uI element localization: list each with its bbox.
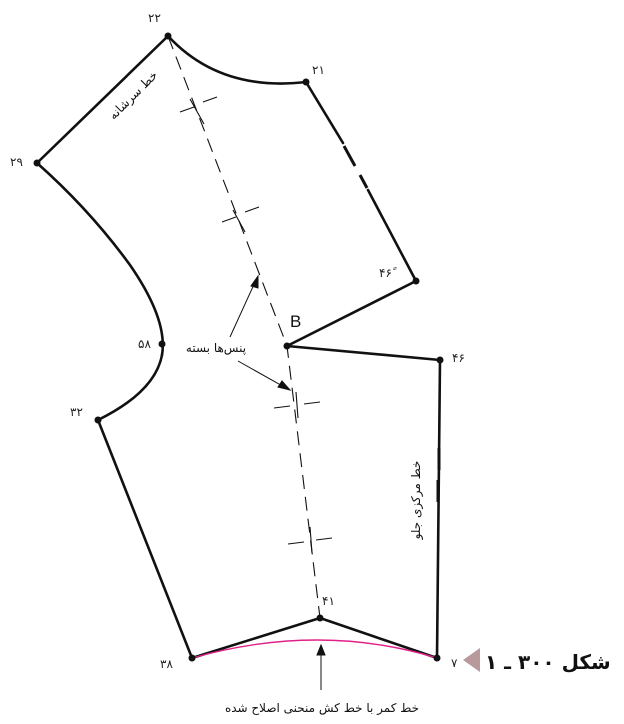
grain-ticks [179, 96, 333, 554]
side-seam [96, 418, 194, 660]
point-32 [94, 416, 102, 424]
caption-arrow-icon [463, 648, 480, 672]
dart-top-edge [285, 279, 418, 348]
shoulder-line-label: خط سرشانه [106, 68, 161, 123]
leader-arrows [229, 274, 326, 690]
armhole-lower-curve [96, 353, 164, 422]
label-point-46-prime: ۴۶ً [379, 266, 397, 280]
closed-darts-label: پنس‌ها بسته [186, 341, 246, 356]
waist-seam-right [318, 616, 439, 660]
center-front-lower [435, 358, 442, 660]
point-21 [302, 78, 310, 86]
point-markers [33, 32, 444, 662]
shoulder-seam [35, 34, 170, 165]
point-b [283, 342, 291, 350]
front-edge-lower [366, 188, 418, 283]
front-edge-upper [304, 80, 345, 145]
waist-line-note: خط کمر با خط کش منحنی اصلاح شده [225, 701, 419, 716]
label-point-21: ۲۱ [312, 63, 325, 77]
point-46 [436, 356, 444, 364]
neckline-curve [166, 34, 308, 85]
dart-bottom-edge [285, 344, 442, 362]
armhole-upper-curve [35, 161, 165, 357]
label-point-29: ۲۹ [10, 155, 23, 169]
pattern-outline [35, 34, 442, 660]
label-point-7: ۷ [451, 656, 458, 670]
waist-seam-left [190, 616, 322, 660]
point-41 [316, 614, 324, 622]
label-point-22: ۲۲ [148, 11, 161, 25]
label-point-38: ۳۸ [160, 657, 173, 671]
point-22 [164, 32, 172, 40]
point-58 [158, 340, 166, 348]
point-46-prime [412, 277, 420, 285]
label-point-32: ۳۲ [70, 405, 83, 419]
label-point-41: ۴۱ [322, 594, 335, 608]
label-point-46: ۴۶ [452, 351, 465, 365]
point-29 [33, 159, 41, 167]
center-front-line-label: خط مرکزی جلو [409, 461, 424, 541]
label-point-58: ۵۸ [138, 337, 151, 351]
point-38 [188, 654, 196, 662]
point-7 [433, 654, 441, 662]
corrected-waist-curve [191, 639, 438, 659]
front-edge-dashed [342, 145, 369, 189]
center-front-dashed [436, 448, 441, 502]
label-point-b: B [290, 312, 301, 331]
figure-caption: شکل ۳۰۰ ـ ۱ [485, 650, 611, 674]
